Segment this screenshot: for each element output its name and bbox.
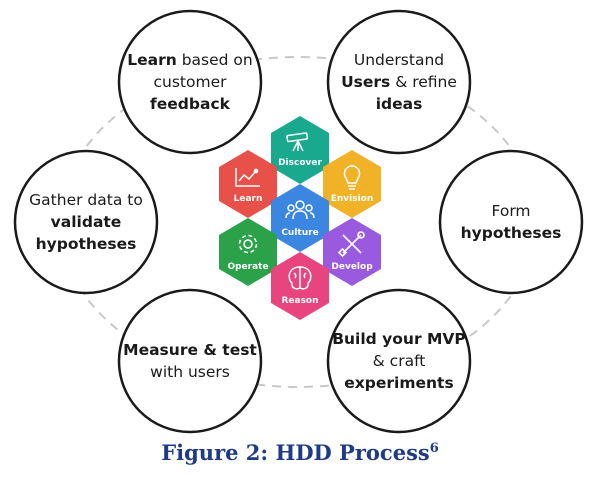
circle-learn-line-2-seg-0: feedback: [150, 95, 231, 113]
hex-envision-label: Envision: [331, 194, 374, 204]
telescope-icon: [286, 132, 309, 152]
hex-culture: Culture: [271, 184, 329, 252]
hex-reason-label: Reason: [281, 296, 318, 306]
circle-gather-line-1-seg-0: validate: [51, 213, 122, 231]
circle-form: Form hypotheses: [438, 149, 584, 295]
circle-gather-text: Gather data to validate hypotheses: [29, 191, 143, 253]
circle-measure: Measure & test with users: [117, 288, 263, 434]
circle-build-line-1-seg-0: & craft: [373, 352, 426, 370]
circle-measure-line-0-seg-0: Measure & test: [123, 341, 257, 359]
hex-reason: Reason: [271, 252, 329, 320]
hex-learn: Learn: [219, 150, 277, 218]
tools-icon: [337, 231, 365, 258]
circle-form-line-1-seg-0: hypotheses: [461, 224, 562, 242]
circle-gather-line-2-seg-0: hypotheses: [36, 235, 137, 253]
hex-envision: Envision: [323, 150, 381, 218]
circle-learn: Learn based on customer feedback: [117, 9, 263, 155]
circle-understand-line-2-seg-0: ideas: [376, 95, 423, 113]
circle-understand-line-0-seg-0: Understand: [354, 51, 444, 69]
circle-understand-line-1-seg-1: & refine: [390, 73, 457, 91]
circle-learn-line-1-seg-0: customer: [154, 73, 228, 91]
circle-learn-text: Learn based on customer feedback: [127, 51, 252, 113]
lightbulb-icon: [343, 165, 361, 190]
circle-measure-text: Measure & test with users: [123, 341, 257, 381]
caption-text: Figure 2: HDD Process: [161, 440, 430, 465]
caption-superscript: 6: [429, 441, 439, 456]
circle-gather-line-0-seg-0: Gather data to: [29, 191, 143, 209]
hex-operate: Operate: [219, 218, 277, 286]
circle-build-line-2-seg-0: experiments: [344, 374, 453, 392]
hex-develop: Develop: [323, 218, 381, 286]
hex-develop-label: Develop: [331, 262, 373, 272]
hex-learn-label: Learn: [234, 194, 263, 204]
gear-icon: [238, 234, 258, 254]
hex-discover-label: Discover: [278, 158, 322, 168]
hex-operate-label: Operate: [227, 262, 268, 272]
circle-gather: Gather data to validate hypotheses: [13, 149, 159, 295]
circle-build-line-0-seg-0: Build your MVP: [332, 330, 466, 348]
figure-caption: Figure 2: HDD Process6: [0, 440, 600, 465]
circle-learn-line-0-seg-0: Learn: [127, 51, 177, 69]
hexagon-cluster: Discover Learn Envision: [219, 116, 381, 320]
hex-discover: Discover: [271, 116, 329, 184]
line-chart-icon: [235, 168, 260, 187]
circle-form-text: Form hypotheses: [461, 202, 562, 242]
circle-measure-line-1-seg-0: with users: [150, 363, 230, 381]
circle-learn-line-0-seg-1: based on: [177, 51, 253, 69]
circle-build-text: Build your MVP & craft experiments: [332, 330, 466, 392]
circle-understand-line-1-seg-0: Users: [341, 73, 390, 91]
brain-icon: [288, 266, 312, 290]
hex-culture-label: Culture: [281, 228, 318, 238]
circle-form-line-0-seg-0: Form: [491, 202, 530, 220]
people-icon: [285, 200, 315, 220]
circle-build: Build your MVP & craft experiments: [326, 288, 472, 434]
